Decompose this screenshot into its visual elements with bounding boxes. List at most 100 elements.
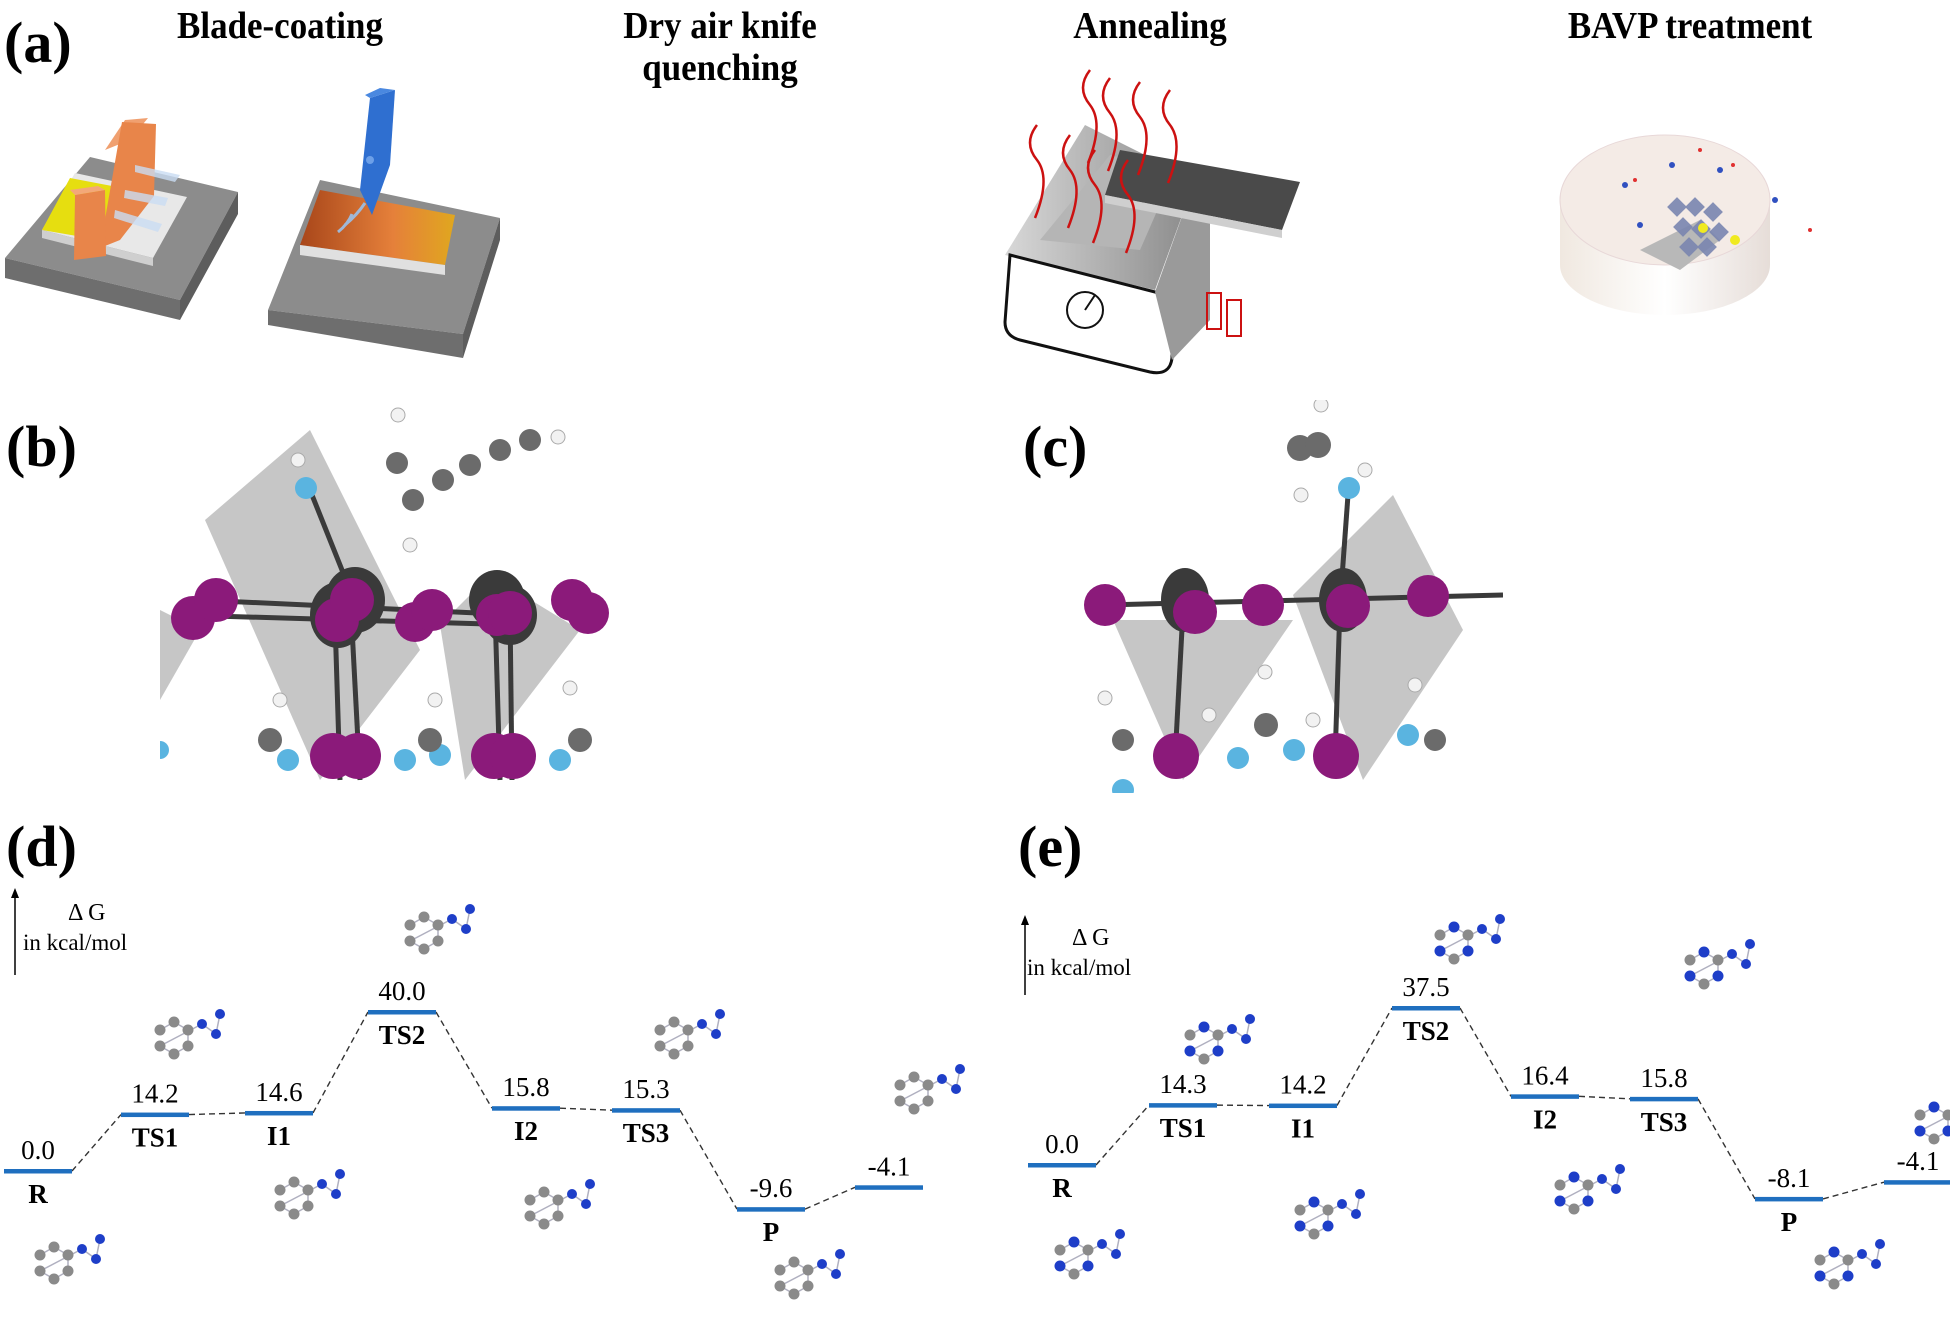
molecule-atom-d: [922, 1095, 934, 1107]
molecule-bond-e: [1299, 1203, 1343, 1227]
molecule-atom-e: [1322, 1204, 1334, 1216]
molecule-atom-d: [154, 1024, 166, 1036]
molecule-atom-d: [274, 1184, 286, 1196]
molecule-atom-e: [1684, 970, 1696, 982]
molecule-atom-d: [465, 904, 475, 914]
molecule-atom-e: [1184, 1045, 1196, 1057]
energy-value-label-e: -4.1: [1897, 1146, 1940, 1176]
connector-e: [1336, 1007, 1393, 1106]
connector-e: [1822, 1181, 1885, 1200]
energy-value-label-d: 0.0: [21, 1135, 55, 1165]
molecule-atom-e: [1462, 945, 1474, 957]
molecule-atom-d: [34, 1265, 46, 1277]
molecule-atom-e: [1198, 1021, 1210, 1033]
state-label-d: P: [763, 1217, 780, 1247]
molecule-atom-d: [447, 914, 457, 924]
molecule-bond-e: [1919, 1114, 1950, 1132]
molecule-atom-e: [1875, 1239, 1885, 1249]
energy-value-label-d: 14.2: [131, 1079, 178, 1109]
molecule-atom-d: [335, 1169, 345, 1179]
molecule-atom-e: [1115, 1229, 1125, 1239]
molecule-atom-e: [1245, 1014, 1255, 1024]
energy-level-d-TS3: [612, 1108, 680, 1113]
molecule-atom-d: [168, 1048, 180, 1060]
molecule-atom-e: [1068, 1268, 1080, 1280]
connector-d: [435, 1011, 493, 1109]
molecule-atom-d: [908, 1071, 920, 1083]
state-label-d: I1: [267, 1121, 291, 1151]
state-label-d: TS1: [132, 1123, 179, 1153]
energy-value-label-e: 15.8: [1640, 1063, 1687, 1093]
molecule-atom-d: [711, 1029, 721, 1039]
ylabel-symbol-e: Δ G: [1072, 925, 1109, 951]
molecule-atom-e: [1554, 1195, 1566, 1207]
molecule-atom-d: [894, 1095, 906, 1107]
molecule-atom-d: [524, 1210, 536, 1222]
molecule-atom-d: [654, 1024, 666, 1036]
molecule-atom-e: [1814, 1254, 1826, 1266]
molecule-bond-d: [779, 1263, 823, 1287]
energy-value-label-e: 14.3: [1159, 1069, 1206, 1099]
molecule-atom-e: [1684, 954, 1696, 966]
molecule-atom-e: [1294, 1220, 1306, 1232]
molecule-atom-d: [432, 919, 444, 931]
molecule-atom-e: [1434, 945, 1446, 957]
molecule-atom-d: [922, 1079, 934, 1091]
molecule-atom-d: [418, 911, 430, 923]
molecule-atom-d: [552, 1194, 564, 1206]
molecule-atom-d: [697, 1019, 707, 1029]
molecule-bond-d: [409, 918, 453, 942]
state-label-d: TS3: [623, 1118, 670, 1148]
connector-d: [188, 1112, 246, 1116]
molecule-atom-d: [585, 1179, 595, 1189]
state-label-d: R: [28, 1179, 48, 1209]
molecule-atom-d: [894, 1079, 906, 1091]
molecule-atom-e: [1308, 1228, 1320, 1240]
molecule-atom-e: [1615, 1164, 1625, 1174]
molecule-atom-d: [404, 919, 416, 931]
molecule-bond-e: [1059, 1243, 1103, 1267]
connector-e: [1578, 1095, 1631, 1100]
panel-b-structure: [160, 407, 609, 781]
molecule-atom-d: [461, 924, 471, 934]
air-knife-illustration: [268, 88, 500, 358]
molecule-atom-d: [182, 1040, 194, 1052]
molecule-atom-d: [211, 1029, 221, 1039]
molecule-atom-d: [581, 1199, 591, 1209]
molecule-atom-d: [668, 1048, 680, 1060]
molecule-atom-d: [715, 1009, 725, 1019]
molecule-atom-e: [1068, 1236, 1080, 1248]
molecule-atom-e: [1928, 1133, 1940, 1145]
ylabel-unit-d: in kcal/mol: [23, 930, 127, 955]
energy-value-label-e: 37.5: [1402, 972, 1449, 1002]
molecule-atom-d: [317, 1179, 327, 1189]
molecule-atom-e: [1568, 1171, 1580, 1183]
molecule-atom-d: [215, 1009, 225, 1019]
molecule-atom-e: [1871, 1259, 1881, 1269]
connector-d: [679, 1109, 738, 1210]
molecule-atom-d: [91, 1254, 101, 1264]
molecule-atom-d: [682, 1040, 694, 1052]
energy-level-e-final: [1884, 1180, 1950, 1185]
molecule-atom-d: [404, 935, 416, 947]
energy-value-label-d: -9.6: [750, 1173, 793, 1203]
molecule-atom-d: [538, 1186, 550, 1198]
energy-level-e-TS3: [1630, 1096, 1698, 1102]
state-label-e: I1: [1291, 1114, 1315, 1144]
step-title-bavp: BAVP treatment: [1567, 5, 1813, 47]
molecule-atom-d: [831, 1269, 841, 1279]
molecule-atom-e: [1942, 1109, 1950, 1121]
molecule-atom-e: [1814, 1270, 1826, 1282]
molecule-atom-d: [802, 1280, 814, 1292]
molecule-atom-e: [1308, 1196, 1320, 1208]
energy-level-d-P: [737, 1207, 805, 1212]
energy-level-e-P: [1755, 1196, 1823, 1202]
molecule-atom-e: [1448, 921, 1460, 933]
energy-level-d-final: [855, 1185, 923, 1190]
state-label-e: I2: [1533, 1104, 1557, 1134]
panel-a-illustrations: [5, 69, 1812, 375]
connector-d: [71, 1114, 122, 1172]
molecule-bond-d: [279, 1183, 323, 1207]
state-label-e: R: [1052, 1173, 1072, 1203]
molecule-atom-e: [1434, 929, 1446, 941]
